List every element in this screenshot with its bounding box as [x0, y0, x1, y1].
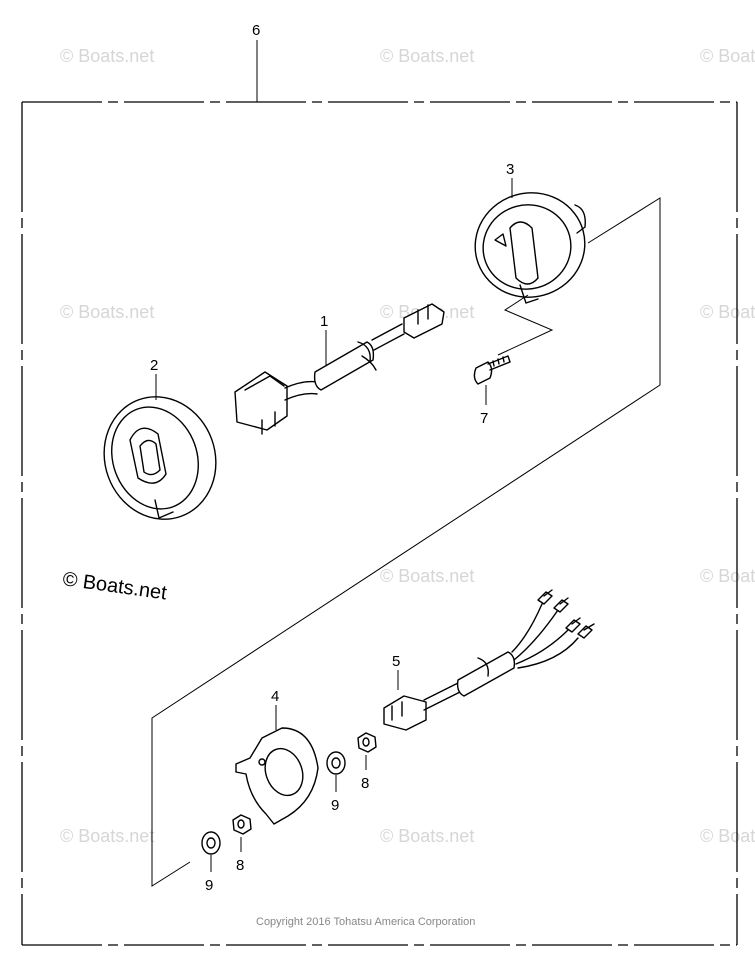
part-8-nut-right: [357, 732, 377, 753]
copyright-text: Copyright 2016 Tohatsu America Corporati…: [256, 916, 475, 928]
callout-3: 3: [506, 161, 514, 178]
part-2-lamp-cover: [103, 396, 217, 520]
callout-1: 1: [320, 313, 328, 330]
watermark: © Boats.net: [60, 826, 154, 846]
part-1-socket-harness: [234, 303, 445, 435]
leader-3-screw: [497, 294, 554, 356]
part-7-screw: [473, 355, 511, 385]
watermark: © Boats.net: [380, 46, 474, 66]
part-9-spring-washer-left: [201, 831, 221, 855]
watermark: © Boats.net: [60, 302, 154, 322]
watermark: © Boats.net: [380, 566, 474, 586]
subassembly-outline: [151, 197, 661, 887]
watermark: © Boats.net: [700, 46, 755, 66]
callout-5: 5: [392, 653, 400, 670]
watermark: © Boats.net: [380, 826, 474, 846]
callout-2: 2: [150, 357, 158, 374]
watermark-main: © Boats.net: [61, 568, 168, 604]
callout-9-left: 9: [205, 877, 213, 894]
callout-9-right: 9: [331, 797, 339, 814]
part-9-spring-washer-right: [326, 751, 346, 775]
watermark: © Boats.net: [700, 826, 755, 846]
part-5-wire-harness: [383, 589, 595, 731]
assembly-frame: [21, 101, 738, 946]
watermark: © Boats.net: [700, 566, 755, 586]
part-4-retaining-plate: [235, 727, 319, 825]
callout-6: 6: [252, 22, 260, 39]
part-8-nut-left: [232, 814, 252, 835]
watermark: © Boats.net: [700, 302, 755, 322]
callout-8-right: 8: [361, 775, 369, 792]
watermark-group: © Boats.net © Boats.net © Boats.net © Bo…: [60, 46, 755, 846]
callout-4: 4: [271, 688, 279, 705]
part-3-socket-housing: [474, 192, 586, 304]
callout-8-left: 8: [236, 857, 244, 874]
callout-7: 7: [480, 410, 488, 427]
watermark: © Boats.net: [60, 46, 154, 66]
